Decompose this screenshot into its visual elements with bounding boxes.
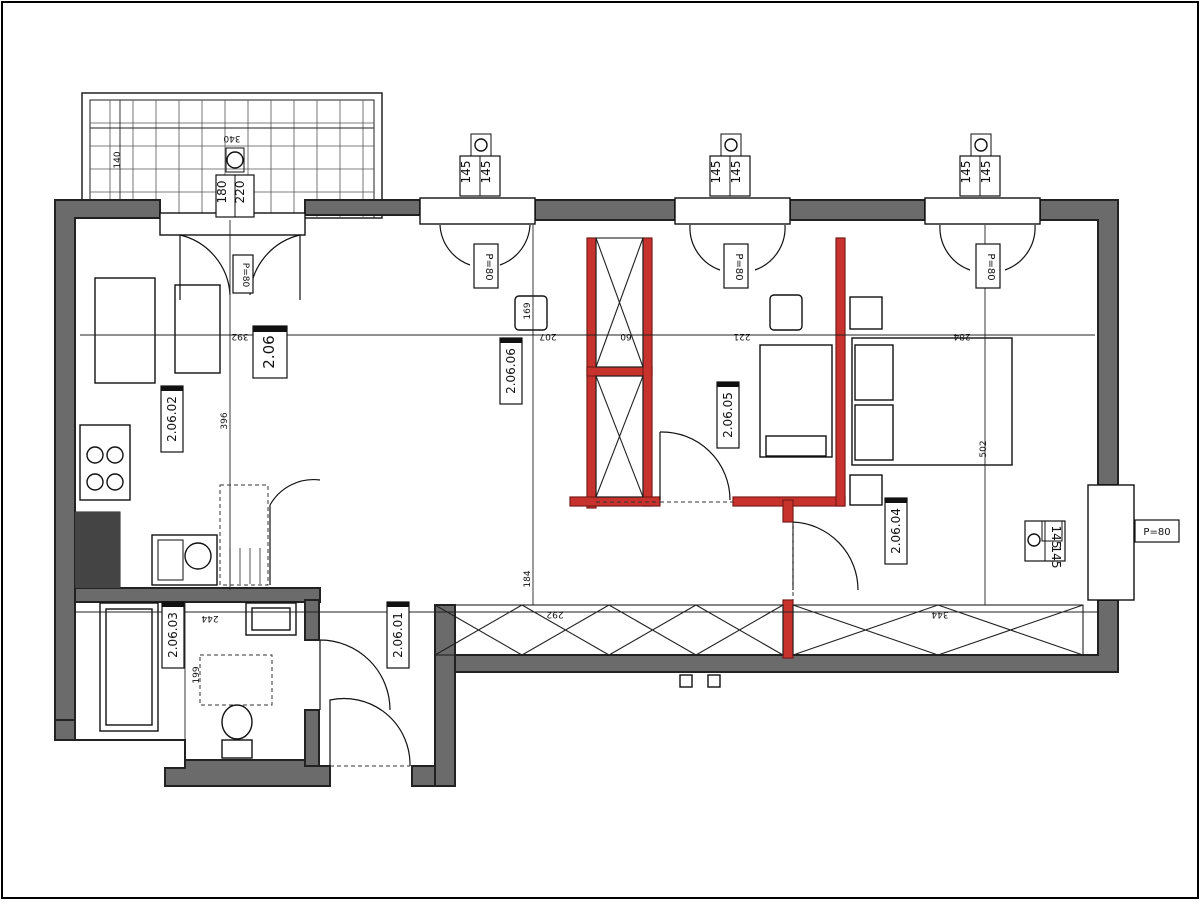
doors [179, 224, 1036, 767]
window-2-tag-a: 145 [709, 161, 723, 184]
balcony-door-tag-a: 180 [215, 181, 229, 204]
dim-60: 60 [620, 331, 632, 341]
room-label-2-06-06: 2.06.06 [504, 348, 518, 394]
radiator-tag-5: P=80 [1143, 527, 1170, 538]
room-label-2-06-02: 2.06.02 [165, 396, 179, 442]
wardrobes [434, 237, 1084, 656]
window-1-tag-a: 145 [459, 161, 473, 184]
dim-199: 199 [192, 666, 202, 683]
room-tags [160, 325, 908, 669]
window-tag-boxes [215, 133, 1180, 562]
balcony-door-tag-b: 220 [233, 181, 247, 204]
dim-344: 344 [931, 609, 948, 619]
balcony-depth-dim: 140 [113, 151, 123, 168]
dim-207: 207 [539, 331, 556, 341]
room-label-2-06-03: 2.06.03 [166, 612, 180, 658]
radiator-tag-4: P=80 [985, 253, 996, 280]
dim-392: 392 [231, 331, 248, 341]
window-3-tag-a: 145 [959, 161, 973, 184]
balcony-width-dim: 340 [223, 133, 240, 143]
dim-244: 244 [201, 613, 218, 623]
dim-184: 184 [523, 570, 533, 587]
windows [159, 197, 1135, 601]
window-2-tag-b: 145 [729, 161, 743, 184]
vent-1 [679, 674, 693, 688]
window-4-tag-a: 145 [1049, 526, 1063, 549]
room-label-2-06-01: 2.06.01 [391, 612, 405, 658]
dim-169: 169 [523, 302, 533, 319]
dim-292: 292 [546, 609, 563, 619]
radiator-tag-3: P=80 [733, 253, 744, 280]
exterior-walls [54, 199, 1119, 787]
dim-396: 396 [220, 412, 230, 429]
furniture [75, 277, 1013, 759]
vent-2 [707, 674, 721, 688]
radiator-tag-1: P=80 [240, 263, 250, 288]
room-label-2-06-05: 2.06.05 [721, 392, 735, 438]
window-1-tag-b: 145 [479, 161, 493, 184]
radiator-tag-2: P=80 [483, 253, 494, 280]
dim-221: 221 [733, 331, 750, 341]
window-4-tag-b: 145 [1049, 546, 1063, 569]
dim-502: 502 [979, 440, 989, 457]
room-label-unit: 2.06 [260, 335, 278, 368]
window-3-tag-b: 145 [979, 161, 993, 184]
room-label-2-06-04: 2.06.04 [889, 508, 903, 554]
new-walls [569, 237, 846, 659]
dim-284: 284 [953, 331, 970, 341]
